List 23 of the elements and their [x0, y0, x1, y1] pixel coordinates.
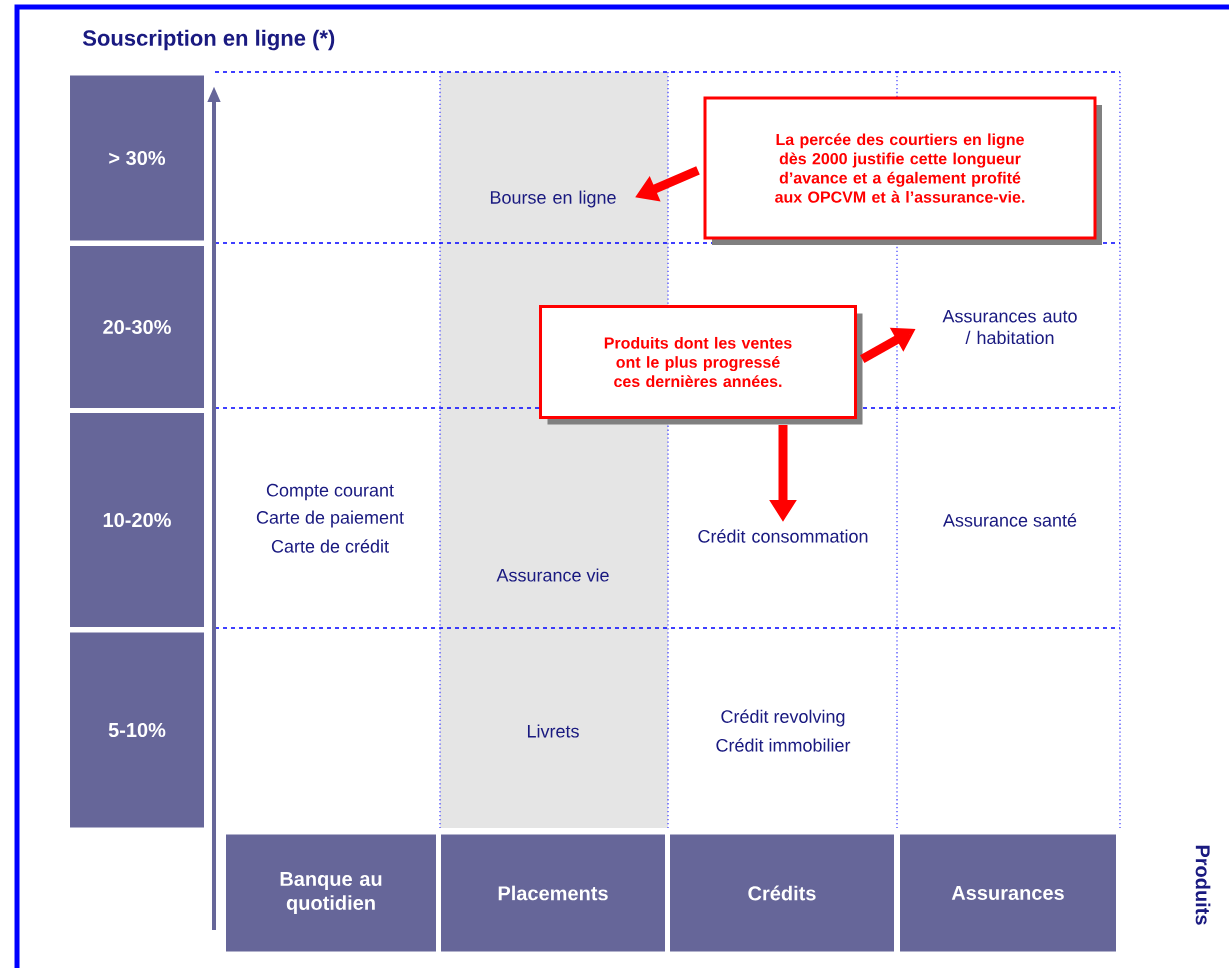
column-header: Assurances	[900, 834, 1116, 952]
cell-text: Carte de paiement	[256, 510, 404, 528]
row-header: 5-10%	[70, 632, 204, 828]
cell-text: Compte courant	[266, 483, 394, 501]
column-header: Crédits	[670, 834, 894, 952]
axis-label: Produits	[1195, 845, 1211, 925]
row-header: > 30%	[70, 75, 204, 241]
cell-text: Assurances auto / habitation	[942, 309, 1077, 345]
cell-text: Crédit consommation	[698, 529, 868, 543]
cell-text: Crédit revolving	[721, 709, 845, 727]
cell-text: Assurance vie	[496, 568, 609, 582]
title: Souscription en ligne (*)	[82, 29, 335, 51]
cell-text: Livrets	[528, 724, 579, 738]
cell-text: Crédit immobilier	[716, 738, 851, 752]
column-header: Placements	[441, 834, 665, 952]
column-header: Banque au quotidien	[226, 834, 436, 952]
cell-text: Bourse en ligne	[490, 190, 616, 208]
callout-box: Produits dont les ventes ont le plus progressé ces dernières années.	[539, 305, 857, 419]
cell-text: Carte de crédit	[271, 539, 389, 553]
row-header: 20-30%	[70, 246, 204, 408]
row-header: 10-20%	[70, 413, 204, 627]
callout-box: La percée des courtiers en ligne dès 2000 justifie cette longueur d’avance et a également profité aux OPCVM et à l’assurance-vie.	[703, 96, 1097, 240]
cell-text: Assurance santé	[943, 513, 1077, 527]
